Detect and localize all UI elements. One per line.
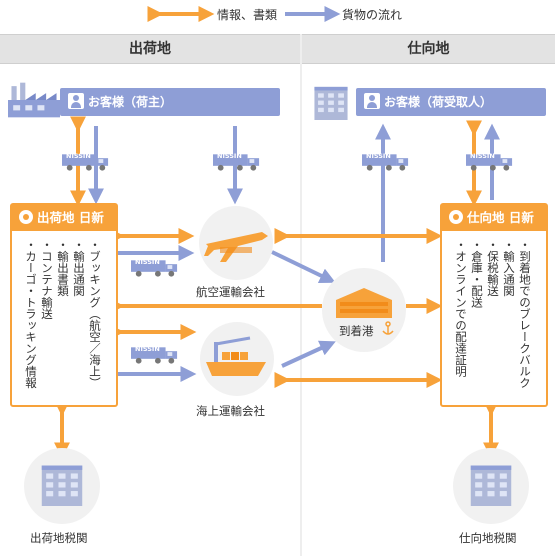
arrival-port-label: 到着港 (339, 324, 374, 338)
destination-header-label: 仕向地 (407, 41, 450, 57)
origin-box-title: 出荷地 日新 (37, 210, 104, 225)
destination-customs-building-icon (453, 448, 529, 524)
nissin-logo-icon (19, 210, 33, 224)
truck-brand-label: NISSIN (135, 345, 160, 353)
destination-header: 仕向地 (302, 34, 555, 64)
consignee-customer-label: お客様（荷受取人） (384, 95, 493, 109)
truck-brand-label: NISSIN (135, 258, 160, 266)
destination-service-item: ・到着地でのブレークバルク (518, 239, 532, 389)
nissin-logo-icon (449, 210, 463, 224)
origin-box-header: 出荷地 日新 (12, 205, 116, 231)
shipper-factory-icon (8, 82, 60, 118)
origin-customs-label: 出荷地税関 (30, 531, 88, 545)
origin-service-item: ・カーゴ・トラッキング情報 (24, 239, 38, 389)
anchor-icon (382, 321, 394, 335)
origin-service-item: ・輸出通関 (72, 239, 86, 297)
origin-service-item: ・ブッキング（航空／海上） (88, 239, 102, 389)
destination-nissin-box: 仕向地 日新 ・到着地でのブレークバルク ・輸入通関 ・保税輸送 ・倉庫・配送 … (440, 203, 548, 407)
airplane-icon (199, 206, 273, 280)
shipper-customer-label: お客様（荷主） (88, 95, 173, 109)
port-warehouse-icon (322, 268, 406, 352)
origin-header: 出荷地 (0, 34, 300, 64)
origin-customs-building-icon (24, 448, 100, 524)
destination-service-item: ・輸入通関 (502, 239, 516, 297)
shipper-customer-bar: お客様（荷主） (60, 88, 280, 116)
shipping-label: 海上運輸会社 (196, 404, 265, 418)
destination-service-item: ・倉庫・配送 (470, 239, 484, 308)
destination-box-header: 仕向地 日新 (442, 205, 546, 231)
truck-brand-label: NISSIN (217, 152, 242, 160)
destination-service-item: ・保税輸送 (486, 239, 500, 297)
legend-info-label: 情報、書類 (217, 8, 278, 22)
origin-service-item: ・輸出書類 (56, 239, 70, 297)
origin-header-label: 出荷地 (129, 41, 171, 57)
legend-cargo-label: 貨物の流れ (342, 8, 403, 22)
destination-customs-label: 仕向地税関 (459, 531, 517, 545)
cargo-ship-icon (200, 322, 274, 396)
origin-service-item: ・コンテナ輸送 (40, 239, 54, 320)
consignee-customer-bar: お客様（荷受取人） (356, 88, 546, 116)
origin-nissin-box: 出荷地 日新 ・ブッキング（航空／海上） ・輸出通関 ・輸出書類 ・コンテナ輸送… (10, 203, 118, 407)
consignee-building-icon (314, 86, 348, 120)
airline-label: 航空運輸会社 (196, 285, 265, 299)
truck-brand-label: NISSIN (470, 152, 495, 160)
truck-brand-label: NISSIN (66, 152, 91, 160)
truck-brand-label: NISSIN (366, 152, 391, 160)
destination-box-title: 仕向地 日新 (467, 210, 534, 225)
person-icon (364, 93, 380, 109)
person-icon (68, 93, 84, 109)
destination-service-item: ・オンラインでの配達証明 (454, 239, 468, 377)
